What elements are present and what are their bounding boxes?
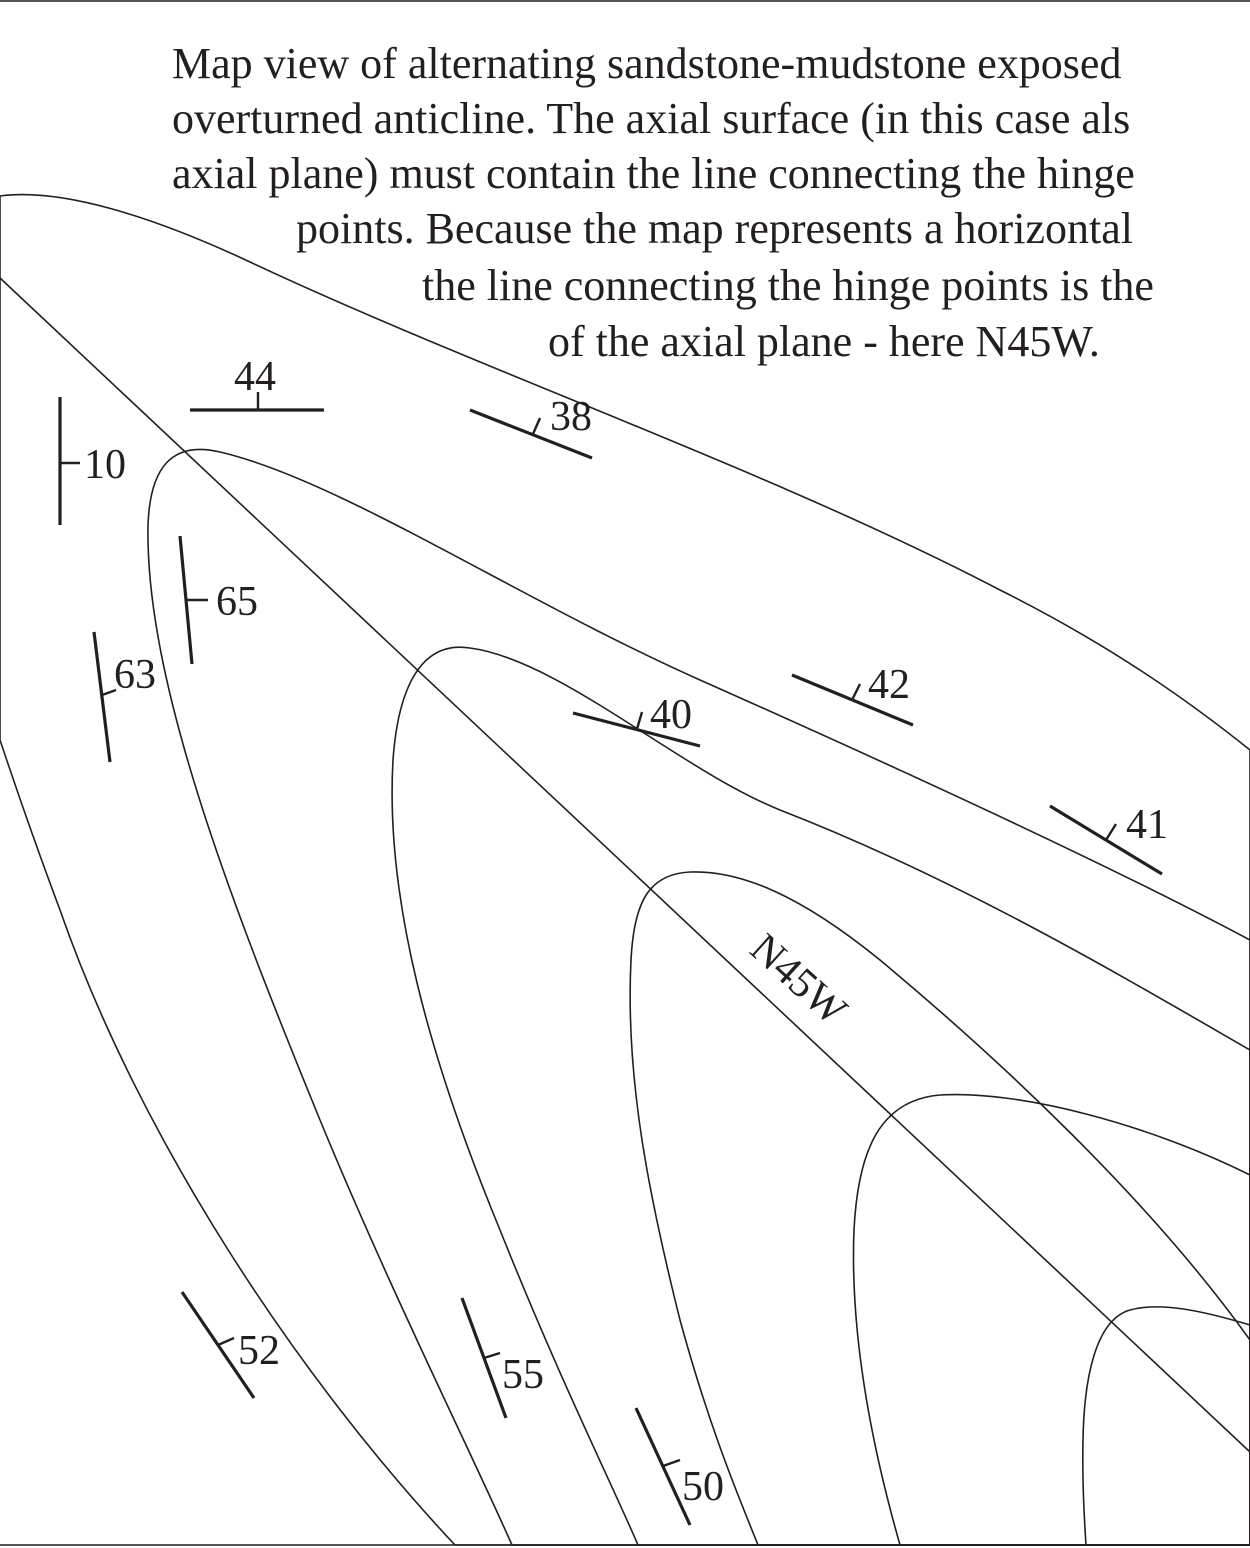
dip-symbol-10: 10 <box>58 397 126 525</box>
dip-symbol-50: 50 <box>634 1407 724 1526</box>
dip-symbol-52: 52 <box>180 1291 280 1399</box>
caption-line-5: the line connecting the hinge points is … <box>422 261 1154 310</box>
dip-symbol-44: 44 <box>190 354 324 412</box>
svg-text:52: 52 <box>238 1328 280 1374</box>
sandstone-band-5 <box>852 1093 1250 1546</box>
svg-text:65: 65 <box>216 579 258 625</box>
mudstone-band-6 <box>1081 1306 1250 1546</box>
svg-text:63: 63 <box>114 652 156 698</box>
svg-text:55: 55 <box>502 1352 544 1398</box>
caption-line-6: of the axial plane - here N45W. <box>548 317 1100 366</box>
dip-symbol-38: 38 <box>469 394 593 460</box>
dip-symbol-41: 41 <box>1049 802 1168 876</box>
mudstone-band-2 <box>147 448 1250 1546</box>
axial-trace-line <box>0 277 1250 1453</box>
dip-symbol-55: 55 <box>460 1297 544 1419</box>
dip-symbol-40: 40 <box>572 692 701 748</box>
svg-text:50: 50 <box>682 1464 724 1510</box>
mudstone-band-4 <box>629 871 1250 1546</box>
svg-text:38: 38 <box>550 394 592 440</box>
dip-symbol-42: 42 <box>791 662 914 727</box>
svg-text:41: 41 <box>1126 802 1168 848</box>
axial-trace-label: N45W <box>741 925 855 1034</box>
svg-text:40: 40 <box>650 692 692 738</box>
caption-line-1: Map view of alternating sandstone-mudsto… <box>172 39 1121 88</box>
svg-text:44: 44 <box>234 354 276 400</box>
outer-sandstone-band <box>0 193 1250 1546</box>
caption-line-3: axial plane) must contain the line conne… <box>172 149 1135 198</box>
svg-text:42: 42 <box>868 662 910 708</box>
sandstone-band-3 <box>391 646 1250 1546</box>
caption-line-2: overturned anticline. The axial surface … <box>172 94 1130 143</box>
svg-text:10: 10 <box>84 442 126 488</box>
dip-symbol-65: 65 <box>178 535 258 665</box>
caption-line-4: points. Because the map represents a hor… <box>296 204 1133 253</box>
dip-symbol-63: 63 <box>92 631 156 763</box>
